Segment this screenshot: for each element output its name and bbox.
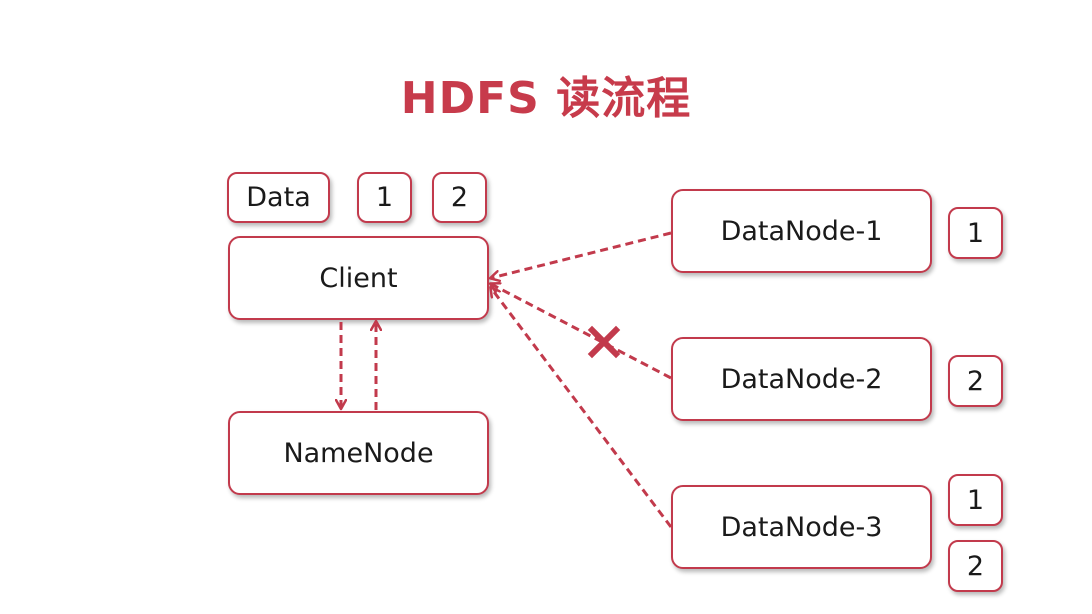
client-file-block: Data	[227, 172, 330, 223]
client-block-2: 2	[432, 172, 487, 223]
datanode-3-node: DataNode-3	[671, 485, 932, 569]
client-block-1: 1	[357, 172, 412, 223]
datanode-3-block-1: 1	[948, 474, 1003, 526]
failure-cross-icon	[587, 325, 621, 359]
datanode-1-block-1: 1	[948, 207, 1003, 259]
datanode-1-to-client-arrow	[491, 231, 672, 278]
datanode-2-node: DataNode-2	[671, 337, 932, 421]
namenode-node: NameNode	[228, 411, 489, 495]
diagram-title: HDFS 读流程	[400, 73, 692, 124]
datanode-3-block-2: 2	[948, 540, 1003, 592]
client-node: Client	[228, 236, 489, 320]
datanode-1-node: DataNode-1	[671, 189, 932, 273]
datanode-2-to-client-arrow	[491, 284, 672, 380]
datanode-2-block-2: 2	[948, 355, 1003, 407]
datanode-3-to-client-arrow	[491, 288, 673, 528]
